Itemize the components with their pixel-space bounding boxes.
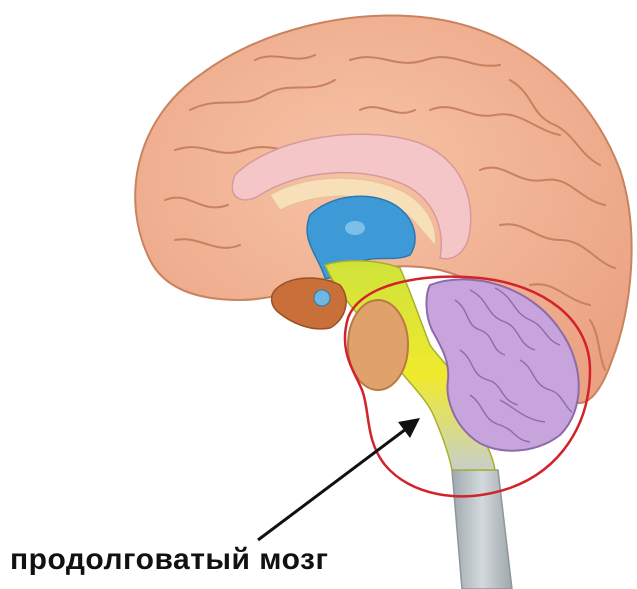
pituitary-gland	[314, 290, 330, 306]
hypothalamus	[272, 278, 347, 329]
arrow-head	[398, 418, 420, 438]
arrow-line	[258, 426, 410, 540]
interthalamic-adhesion	[345, 221, 365, 235]
label-medulla-oblongata: продолговатый мозг	[10, 543, 328, 577]
spinal-cord	[452, 470, 512, 589]
